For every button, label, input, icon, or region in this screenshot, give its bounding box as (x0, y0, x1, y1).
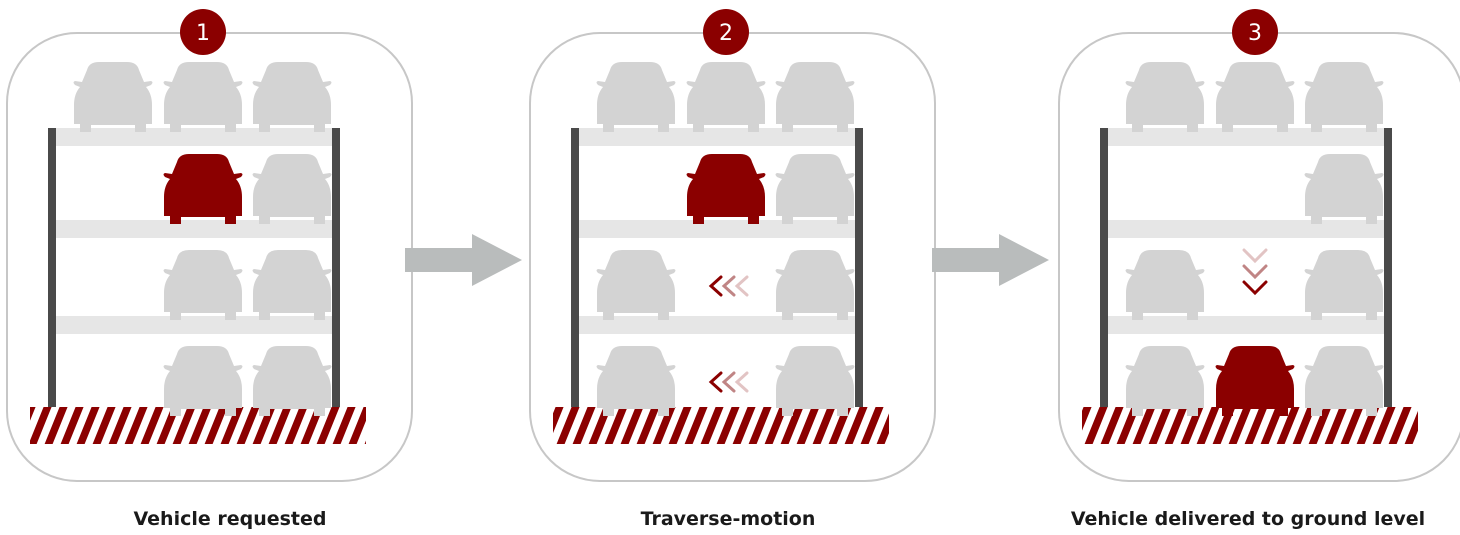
step-3-caption: Vehicle delivered to ground level (1070, 508, 1426, 530)
shelf-level (56, 128, 332, 146)
parked-car-icon (163, 62, 243, 132)
parked-car-icon (1304, 62, 1384, 132)
ground-level (30, 407, 366, 444)
parked-car-icon (163, 250, 243, 320)
step-number-badge (180, 9, 226, 55)
step-number: 1 (196, 21, 210, 46)
parked-car-icon (1215, 62, 1295, 132)
shelf-level (1108, 220, 1384, 238)
shelf-level (579, 220, 855, 238)
parked-car-icon (1125, 346, 1205, 416)
right-arrow-icon (932, 234, 1049, 286)
chevron-left-icon (734, 275, 749, 297)
parked-car-icon (596, 346, 676, 416)
step-number: 3 (1248, 21, 1262, 46)
left-post (571, 128, 579, 411)
step-number-badge (703, 9, 749, 55)
parked-car-icon (775, 250, 855, 320)
step-number: 2 (719, 21, 733, 46)
chevron-left-icon (734, 371, 749, 393)
step-2-caption: Traverse-motion (640, 508, 816, 530)
parked-car-icon (252, 346, 332, 416)
step-number-badge (1232, 9, 1278, 55)
chevron-down-icon (1242, 248, 1268, 264)
parked-car-icon (775, 346, 855, 416)
shelf-level (579, 128, 855, 146)
step-1-panel: 1 (6, 9, 413, 482)
right-post (1384, 128, 1392, 411)
right-arrow-icon (405, 234, 522, 286)
parked-car-icon (596, 62, 676, 132)
parked-car-icon (1304, 250, 1384, 320)
left-post (48, 128, 56, 411)
shelf-level (1108, 128, 1384, 146)
parked-car-icon (252, 154, 332, 224)
parked-car-icon (252, 250, 332, 320)
chevron-down-icon (1242, 280, 1268, 296)
shelf-level (56, 316, 332, 334)
requested-car-icon (686, 154, 766, 224)
chevron-down-icon (1242, 264, 1268, 280)
step-1-caption: Vehicle requested (133, 508, 327, 530)
left-post (1100, 128, 1108, 411)
shelf-level (579, 316, 855, 334)
chevron-left-icon (721, 275, 736, 297)
parked-car-icon (1304, 346, 1384, 416)
parked-car-icon (163, 346, 243, 416)
parked-car-icon (73, 62, 153, 132)
parked-car-icon (1304, 154, 1384, 224)
step-3-panel: 3 (1058, 9, 1460, 482)
requested-car-icon (1215, 346, 1295, 416)
chevron-left-icon (708, 275, 723, 297)
chevron-left-icon (721, 371, 736, 393)
chevron-left-icon (708, 371, 723, 393)
step-2-panel: 2 (529, 9, 936, 482)
parked-car-icon (1125, 62, 1205, 132)
parked-car-icon (596, 250, 676, 320)
shelf-level (1108, 316, 1384, 334)
shelf-level (56, 220, 332, 238)
parked-car-icon (775, 154, 855, 224)
parked-car-icon (252, 62, 332, 132)
parked-car-icon (1125, 250, 1205, 320)
parked-car-icon (775, 62, 855, 132)
right-post (332, 128, 340, 411)
right-post (855, 128, 863, 411)
parked-car-icon (686, 62, 766, 132)
requested-car-icon (163, 154, 243, 224)
